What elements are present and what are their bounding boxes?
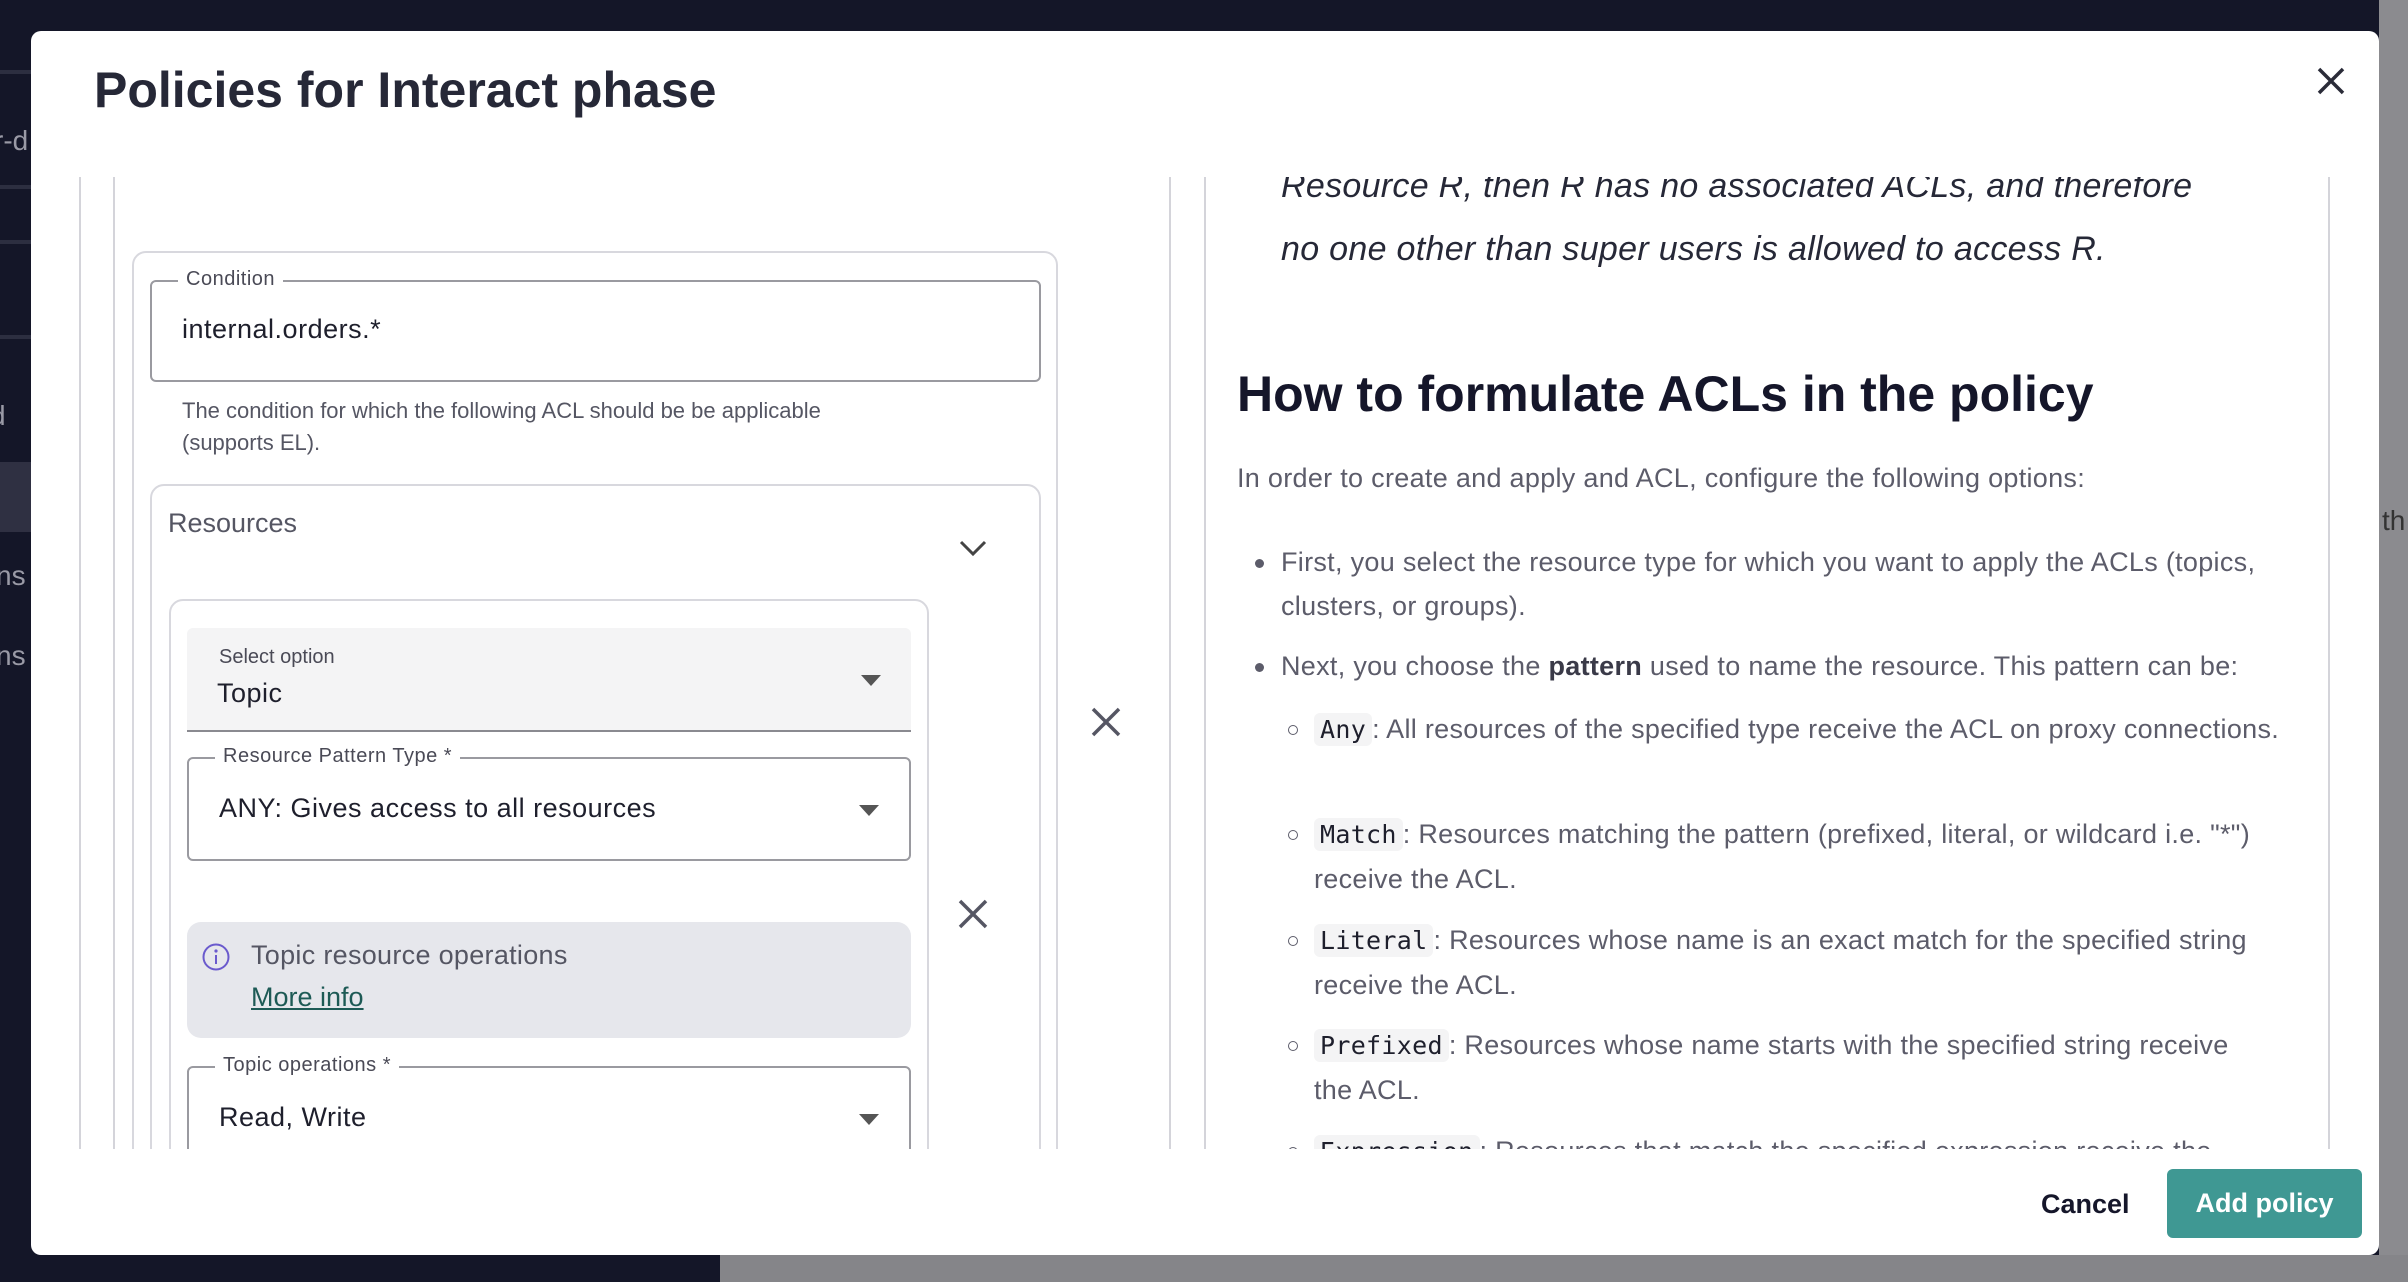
condition-helper: The condition for which the following AC… [182, 398, 821, 455]
close-icon[interactable] [2311, 61, 2351, 101]
doc-bullet: Next, you choose the pattern used to nam… [1281, 651, 2239, 681]
topic-operations-label: Topic operations * [215, 1054, 399, 1077]
doc-italic-note: Resource R, then R has no associated ACL… [1281, 177, 2193, 268]
select-option-label: Select option [219, 646, 335, 668]
add-policy-button[interactable]: Add policy [2167, 1169, 2362, 1238]
info-title: Topic resource operations [251, 940, 568, 970]
background-divider [0, 185, 31, 189]
info-box: Topic resource operations More info [187, 922, 911, 1038]
caret-down-icon [859, 1114, 879, 1125]
sub-bullet-icon [1288, 1041, 1298, 1051]
caret-down-icon [861, 675, 881, 686]
chevron-down-icon[interactable] [958, 538, 988, 558]
resource-pattern-type-select[interactable]: Resource Pattern Type * ANY: Gives acces… [187, 745, 911, 861]
resource-item-card: Select option Topic Resource Pattern Typ… [169, 599, 929, 1149]
divider [79, 177, 81, 1149]
background-text: ns [0, 560, 26, 591]
pattern-item: Prefixed: Resources whose name starts wi… [1314, 1029, 2229, 1105]
dialog-title: Policies for Interact phase [94, 62, 717, 118]
pattern-type-label: Resource Pattern Type * [215, 745, 461, 768]
acl-card: Condition internal.orders.* The conditio… [132, 251, 1058, 1149]
condition-label: Condition [178, 268, 284, 291]
background-page-bottom [720, 1255, 2408, 1282]
select-option-field[interactable]: Select option Topic [187, 628, 911, 732]
topic-operations-select[interactable]: Topic operations * Read, Write [187, 1054, 911, 1149]
pattern-item: Any: All resources of the specified type… [1314, 707, 2304, 752]
divider [113, 177, 115, 1149]
background-text: r-d [0, 125, 29, 156]
pattern-item: Literal: Resources whose name is an exac… [1314, 924, 2247, 1000]
divider [1204, 177, 1206, 1149]
remove-acl-icon[interactable] [1089, 705, 1123, 739]
background-divider [0, 70, 31, 74]
sub-bullet-icon [1288, 725, 1298, 735]
dialog-body[interactable]: Condition internal.orders.* The conditio… [31, 177, 2379, 1149]
pattern-item: Match: Resources matching the pattern (p… [1314, 818, 2250, 894]
policies-dialog: Policies for Interact phase Condition in… [31, 31, 2379, 1255]
background-divider [0, 240, 31, 244]
remove-resource-icon[interactable] [956, 897, 990, 931]
more-info-link[interactable]: More info [251, 982, 364, 1012]
sub-bullet-icon [1288, 936, 1298, 946]
bullet-icon [1255, 663, 1264, 672]
pattern-type-value: ANY: Gives access to all resources [219, 793, 657, 823]
topic-operations-value: Read, Write [219, 1102, 367, 1132]
pattern-item: Expression: Resources that match the spe… [1314, 1129, 2324, 1149]
background-text: d [0, 400, 6, 432]
background-text: th [2382, 505, 2406, 536]
background-divider [0, 335, 31, 339]
bullet-icon [1255, 559, 1264, 568]
resources-card: Resources Select option Topic Resource P… [150, 484, 1041, 1149]
cancel-button[interactable]: Cancel [2041, 1181, 2130, 1227]
caret-down-icon [859, 805, 879, 816]
doc-intro: In order to create and apply and ACL, co… [1237, 463, 2086, 493]
info-icon [202, 943, 230, 971]
sub-bullet-icon [1288, 830, 1298, 840]
condition-field[interactable]: Condition internal.orders.* [150, 268, 1041, 382]
doc-heading: How to formulate ACLs in the policy [1237, 366, 2094, 422]
divider [2328, 177, 2330, 1149]
sub-bullet-icon [1288, 1147, 1298, 1149]
background-text: ns [0, 640, 26, 671]
condition-value: internal.orders.* [182, 314, 382, 344]
background-sidebar-active [0, 462, 31, 532]
resources-title: Resources [168, 508, 298, 538]
background-page [2379, 0, 2408, 1282]
select-option-value: Topic [217, 678, 283, 708]
divider [1169, 177, 1171, 1149]
doc-bullet: First, you select the resource type for … [1281, 547, 2256, 621]
